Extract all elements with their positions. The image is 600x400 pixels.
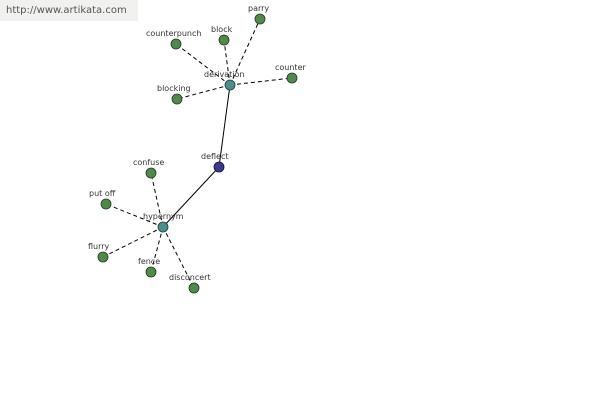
label-block[interactable]: block bbox=[211, 25, 233, 34]
node-counterpunch[interactable]: counterpunch bbox=[146, 29, 201, 50]
label-put-off[interactable]: put off bbox=[89, 189, 116, 198]
label-blocking[interactable]: blocking bbox=[157, 84, 191, 93]
url-banner[interactable]: http://www.artikata.com bbox=[0, 0, 138, 21]
label-confuse[interactable]: confuse bbox=[133, 158, 164, 167]
node-flurry[interactable]: flurry bbox=[88, 242, 110, 263]
node-disconcert[interactable]: disconcert bbox=[169, 273, 211, 294]
nodes: deflect derivation parry block counterpu… bbox=[88, 4, 306, 294]
edge-hypernym-disconcert bbox=[162, 226, 195, 289]
label-derivation[interactable]: derivation bbox=[204, 70, 244, 79]
node-deflect[interactable]: deflect bbox=[201, 152, 229, 173]
node-dot-blocking[interactable] bbox=[171, 93, 183, 105]
node-dot-parry[interactable] bbox=[254, 13, 266, 25]
node-dot-confuse[interactable] bbox=[145, 167, 157, 179]
node-dot-deflect[interactable] bbox=[213, 161, 225, 173]
edge-derivation-parry bbox=[229, 18, 261, 86]
edge-derivation-block bbox=[223, 39, 231, 86]
edge-hypernym-fence bbox=[150, 226, 164, 273]
edge-hypernym-confuse bbox=[150, 172, 164, 228]
node-dot-hypernym[interactable] bbox=[157, 221, 169, 233]
node-dot-fence[interactable] bbox=[145, 266, 157, 278]
edge-derivation-counterpunch bbox=[175, 43, 231, 86]
node-dot-flurry[interactable] bbox=[97, 251, 109, 263]
node-dot-block[interactable] bbox=[218, 34, 230, 46]
node-put-off[interactable]: put off bbox=[89, 189, 116, 210]
label-counterpunch[interactable]: counterpunch bbox=[146, 29, 201, 38]
label-fence[interactable]: fence bbox=[138, 257, 160, 266]
node-dot-derivation[interactable] bbox=[224, 79, 236, 91]
node-blocking[interactable]: blocking bbox=[157, 84, 191, 105]
label-counter[interactable]: counter bbox=[275, 63, 306, 72]
label-deflect[interactable]: deflect bbox=[201, 152, 229, 161]
edge-deflect-hypernym bbox=[162, 166, 220, 228]
label-flurry[interactable]: flurry bbox=[88, 242, 110, 251]
edge-hypernym-put-off bbox=[105, 203, 164, 228]
label-parry[interactable]: parry bbox=[248, 4, 269, 13]
node-confuse[interactable]: confuse bbox=[133, 158, 164, 179]
label-hypernym[interactable]: hypernym bbox=[143, 212, 184, 221]
node-dot-counterpunch[interactable] bbox=[170, 38, 182, 50]
node-dot-counter[interactable] bbox=[286, 72, 298, 84]
node-counter[interactable]: counter bbox=[275, 63, 306, 84]
edge-hypernym-flurry bbox=[102, 226, 164, 258]
node-dot-disconcert[interactable] bbox=[188, 282, 200, 294]
node-dot-put-off[interactable] bbox=[100, 198, 112, 210]
edge-derivation-blocking bbox=[176, 84, 231, 100]
edge-derivation-counter bbox=[229, 77, 293, 86]
label-disconcert[interactable]: disconcert bbox=[169, 273, 211, 282]
edge-deflect-derivation bbox=[218, 84, 231, 168]
node-block[interactable]: block bbox=[211, 25, 233, 46]
node-derivation[interactable]: derivation bbox=[204, 70, 244, 91]
node-hypernym[interactable]: hypernym bbox=[143, 212, 184, 233]
edges bbox=[102, 18, 293, 289]
node-parry[interactable]: parry bbox=[248, 4, 269, 25]
node-fence[interactable]: fence bbox=[138, 257, 160, 278]
